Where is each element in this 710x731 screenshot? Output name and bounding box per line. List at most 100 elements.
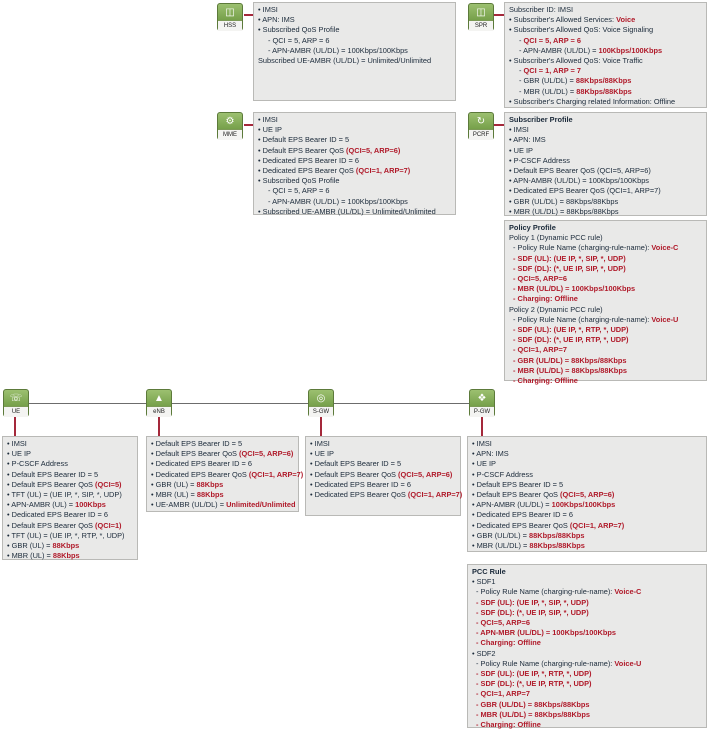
hss-box-line: Subscribed UE-AMBR (UL/DL) = Unlimited/U… <box>258 56 451 66</box>
line-text: - APN-AMBR (UL/DL) = 100Kbps/100Kbps <box>268 196 408 206</box>
pgw-box-line: • Dedicated EPS Bearer ID = 6 <box>472 510 702 520</box>
highlight-value: (QCI=1, ARP=7) <box>407 490 463 500</box>
highlight-value: 88Kbps <box>196 490 224 500</box>
line-text: • GBR (UL) = <box>7 541 53 551</box>
sgw-icon[interactable]: ◎ S-GW <box>308 389 334 417</box>
ue-info-box: • IMSI• UE IP• P-CSCF Address• Default E… <box>2 436 138 560</box>
line-text: - GBR (UL/DL) = <box>519 76 576 86</box>
enb-box-line: • GBR (UL) = 88Kbps <box>151 480 294 490</box>
sgw-box-line: • Default EPS Bearer ID = 5 <box>310 459 456 469</box>
line-text: • IMSI <box>509 125 529 135</box>
enb-box-line: • UE-AMBR (UL/DL) = Unlimited/Unlimited <box>151 500 295 510</box>
line-text: - Policy Rule Name (charging-rule-name): <box>476 658 615 668</box>
enb-connector <box>158 417 160 436</box>
line-text: • P-CSCF Address <box>472 469 533 479</box>
spr-label: SPR <box>469 20 493 31</box>
pgw-box-line: • P-CSCF Address <box>472 470 702 480</box>
highlight-value: - QCI=1, ARP=7 <box>476 689 530 699</box>
line-text: • P-CSCF Address <box>509 155 570 165</box>
highlight-value: 88Kbps <box>196 479 224 489</box>
line-text: • Dedicated EPS Bearer QoS <box>472 520 570 530</box>
ue-box-line: • UE IP <box>7 449 133 459</box>
line-text: • Subscriber's Charging related Informat… <box>509 96 676 106</box>
ue-icon[interactable]: ☏ UE <box>3 389 29 417</box>
policy-box-line: - SDF (UL): (UE IP, *, SIP, *, UDP) <box>509 254 702 264</box>
line-text: • Dedicated EPS Bearer ID = 6 <box>7 510 108 520</box>
line-text: Policy 2 (Dynamic PCC rule) <box>509 304 603 314</box>
highlight-value: - SDF (DL): (*, UE IP, SIP, *, UDP) <box>476 607 589 617</box>
spr-connector <box>494 14 506 16</box>
policy-box-line: - Charging: Offline <box>509 294 702 304</box>
pcc-box-line: - Policy Rule Name (charging-rule-name):… <box>472 659 702 669</box>
line-text: PCC Rule <box>472 567 506 576</box>
highlight-value: - GBR (UL/DL) = 88Kbps/88Kbps <box>476 699 590 709</box>
line-text: • UE IP <box>509 145 533 155</box>
mme-icon[interactable]: ⚙ MME <box>217 112 243 140</box>
pgw-icon[interactable]: ❖ P-GW <box>469 389 495 417</box>
pcc-box-line: - Charging: Offline <box>472 638 702 648</box>
pgw-box-line: • APN: IMS <box>472 449 702 459</box>
ue-box-line: • Dedicated EPS Bearer ID = 6 <box>7 510 133 520</box>
hss-label: HSS <box>218 20 242 31</box>
line-text: • IMSI <box>7 439 27 448</box>
line-text: • IMSI <box>472 439 492 448</box>
spr-icon[interactable]: ◫ SPR <box>468 3 494 31</box>
mme-box-line: • Subscribed QoS Profile <box>258 176 451 186</box>
line-text: • Default EPS Bearer ID = 5 <box>7 469 99 479</box>
highlight-value: - Charging: Offline <box>513 294 578 304</box>
enb-icon[interactable]: ▲ eNB <box>146 389 172 417</box>
highlight-value: Voice-C <box>614 587 642 597</box>
mme-box-line: - QCI = 5, ARP = 6 <box>258 186 451 196</box>
highlight-value: (QCI=5) <box>95 479 122 489</box>
ue-box-line: • P-CSCF Address <box>7 459 133 469</box>
spr-box-line: Subscriber ID: IMSI <box>509 5 702 15</box>
spr-box-line: • Subscriber's Allowed QoS: Voice Signal… <box>509 25 702 35</box>
mme-box-line: • Subscribed UE-AMBR (UL/DL) = Unlimited… <box>258 207 451 217</box>
pcc-box-line: - MBR (UL/DL) = 88Kbps/88Kbps <box>472 710 702 720</box>
line-text: Subscribed UE-AMBR (UL/DL) = Unlimited/U… <box>258 56 432 66</box>
policy-box-line: - MBR (UL/DL) = 100Kbps/100Kbps <box>509 284 702 294</box>
line-text: • APN: IMS <box>472 449 509 459</box>
spr-box-line: • Subscriber's Allowed Services: Voice <box>509 15 702 25</box>
policy-box-line: - SDF (UL): (UE IP, *, RTP, *, UDP) <box>509 325 702 335</box>
ue-box-line: • Default EPS Bearer ID = 5 <box>7 470 133 480</box>
highlight-value: - Charging: Offline <box>476 638 541 648</box>
policy-box-line: - MBR (UL/DL) = 88Kbps/88Kbps <box>509 366 702 376</box>
line-text: • APN-AMBR (UL/DL) = 100Kbps/100Kbps <box>509 176 649 186</box>
line-text: • APN-AMBR (UL/DL) = <box>472 500 552 510</box>
pcrf-icon[interactable]: ↻ PCRF <box>468 112 494 140</box>
hss-box-line: • Subscribed QoS Profile <box>258 25 451 35</box>
line-text: Subscriber Profile <box>509 115 573 124</box>
mme-box-line: - APN-AMBR (UL/DL) = 100Kbps/100Kbps <box>258 197 451 207</box>
line-text: • Subscribed QoS Profile <box>258 25 340 35</box>
hss-box-line: - APN-AMBR (UL/DL) = 100Kbps/100Kbps <box>258 46 451 56</box>
highlight-value: (QCI=5, ARP=6) <box>560 490 615 500</box>
line-text: • GBR (UL) = <box>151 479 197 489</box>
line-text: • Dedicated EPS Bearer QoS <box>151 469 249 479</box>
highlight-value: - MBR (UL/DL) = 100Kbps/100Kbps <box>513 284 636 294</box>
highlight-value: - SDF (DL): (*, UE IP, RTP, *, UDP) <box>513 335 629 345</box>
policy-box-line: - Policy Rule Name (charging-rule-name):… <box>509 315 702 325</box>
ue-box-line: • MBR (UL) = 88Kbps <box>7 551 133 561</box>
enb-box-line: • Default EPS Bearer ID = 5 <box>151 439 294 449</box>
line-text: • Subscribed QoS Profile <box>258 176 340 186</box>
line-text: • APN-AMBR (UL) = <box>7 500 76 510</box>
line-text: • APN: IMS <box>258 15 295 25</box>
line-text: • MBR (UL/DL) = 88Kbps/88Kbps <box>509 206 619 216</box>
line-text: - QCI = 5, ARP = 6 <box>268 186 330 196</box>
hss-icon[interactable]: ◫ HSS <box>217 3 243 31</box>
mme-box-line: • UE IP <box>258 125 451 135</box>
line-text: • Default EPS Bearer QoS <box>7 520 96 530</box>
spr-box-line: - APN-AMBR (UL/DL) = 100Kbps/100Kbps <box>509 46 702 56</box>
pcc-box-line: - Policy Rule Name (charging-rule-name):… <box>472 587 702 597</box>
pcrf-box-line: • APN: IMS <box>509 135 702 145</box>
line-text: • Default EPS Bearer QoS <box>258 145 347 155</box>
ue-connector <box>14 417 16 436</box>
spr-box-line: - MBR (UL/DL) = 88Kbps/88Kbps <box>509 87 702 97</box>
sgw-connector <box>320 417 322 436</box>
highlight-value: - SDF (DL): (*, UE IP, RTP, *, UDP) <box>476 679 592 689</box>
highlight-value: (QCI=1, ARP=7) <box>355 166 411 176</box>
pcc-box-line: - SDF (UL): (UE IP, *, SIP, *, UDP) <box>472 598 702 608</box>
sgw-box-line: • Dedicated EPS Bearer QoS (QCI=1, ARP=7… <box>310 490 462 500</box>
line-text: • Default EPS Bearer ID = 5 <box>310 459 402 469</box>
